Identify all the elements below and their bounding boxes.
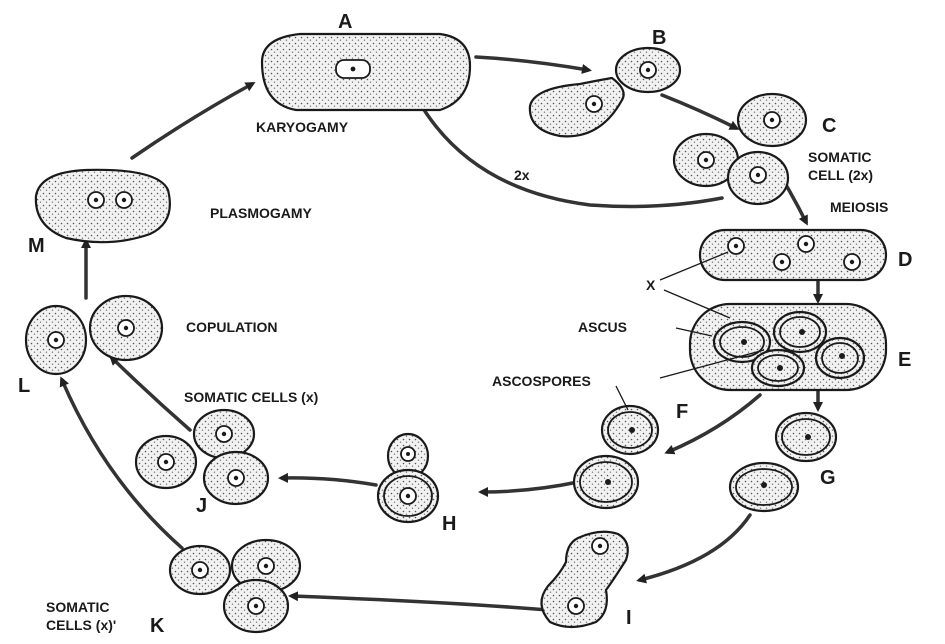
- label-ascus: ASCUS: [578, 319, 627, 335]
- letter-c: C: [822, 115, 836, 137]
- letter-l: L: [18, 375, 30, 397]
- cell-g-ascospores: [730, 413, 836, 511]
- cell-h-budding: [378, 434, 438, 522]
- cell-k-somatic-x-prime: [170, 540, 300, 632]
- arrow-j-to-l: [112, 358, 190, 430]
- cell-b-budding: [530, 48, 680, 136]
- arrow-h-to-j: [282, 478, 376, 485]
- cell-c-somatic-2x: [674, 94, 806, 204]
- letter-b: B: [652, 27, 666, 49]
- letter-h: H: [442, 513, 456, 535]
- arrow-i-to-k: [292, 596, 548, 610]
- arrow-g-to-i: [640, 515, 750, 580]
- letter-i: I: [626, 607, 632, 629]
- letter-g: G: [820, 467, 836, 489]
- letter-a: A: [338, 11, 352, 33]
- label-somatic-cells-x: SOMATIC CELLS (x): [184, 389, 318, 405]
- arrow-b-to-c: [662, 95, 736, 128]
- arrow-a-to-b: [476, 57, 588, 70]
- label-somatic-cell-2x-2: CELL (2x): [808, 167, 873, 183]
- letter-k: K: [150, 615, 165, 637]
- label-karyogamy: KARYOGAMY: [256, 119, 349, 135]
- ascospore: [774, 312, 826, 352]
- label-ascospores: ASCOSPORES: [492, 373, 591, 389]
- leader-x-to-ascus: [664, 290, 730, 318]
- cell-l-copulation: [26, 296, 162, 374]
- label-somatic-cells-x-k-2: CELLS (x)': [46, 617, 116, 633]
- arrow-m-to-a: [132, 84, 252, 158]
- cell-m-plasmogamy: [36, 170, 170, 242]
- ascospore: [816, 338, 864, 378]
- label-x: X: [646, 277, 656, 293]
- cell-i-budding: [541, 532, 627, 627]
- cell-j-somatic-x: [136, 410, 268, 504]
- cell-f-ascospores: [574, 406, 658, 508]
- label-plasmogamy: PLASMOGAMY: [210, 205, 313, 221]
- letter-d: D: [898, 249, 912, 271]
- label-somatic-cells-x-k-1: SOMATIC: [46, 599, 110, 615]
- label-2x: 2x: [514, 167, 530, 183]
- cell-d-meiosis: [700, 230, 886, 280]
- letter-j: J: [196, 495, 207, 517]
- label-somatic-cell-2x-1: SOMATIC: [808, 149, 872, 165]
- label-copulation: COPULATION: [186, 319, 278, 335]
- cell-a-zygote: [262, 34, 470, 110]
- cell-e-ascus: [690, 304, 886, 390]
- label-meiosis: MEIOSIS: [830, 199, 888, 215]
- arrow-f-to-h: [482, 482, 578, 492]
- letter-f: F: [676, 401, 688, 423]
- letter-m: M: [28, 235, 45, 257]
- letter-e: E: [898, 349, 911, 371]
- ascospore: [752, 350, 804, 386]
